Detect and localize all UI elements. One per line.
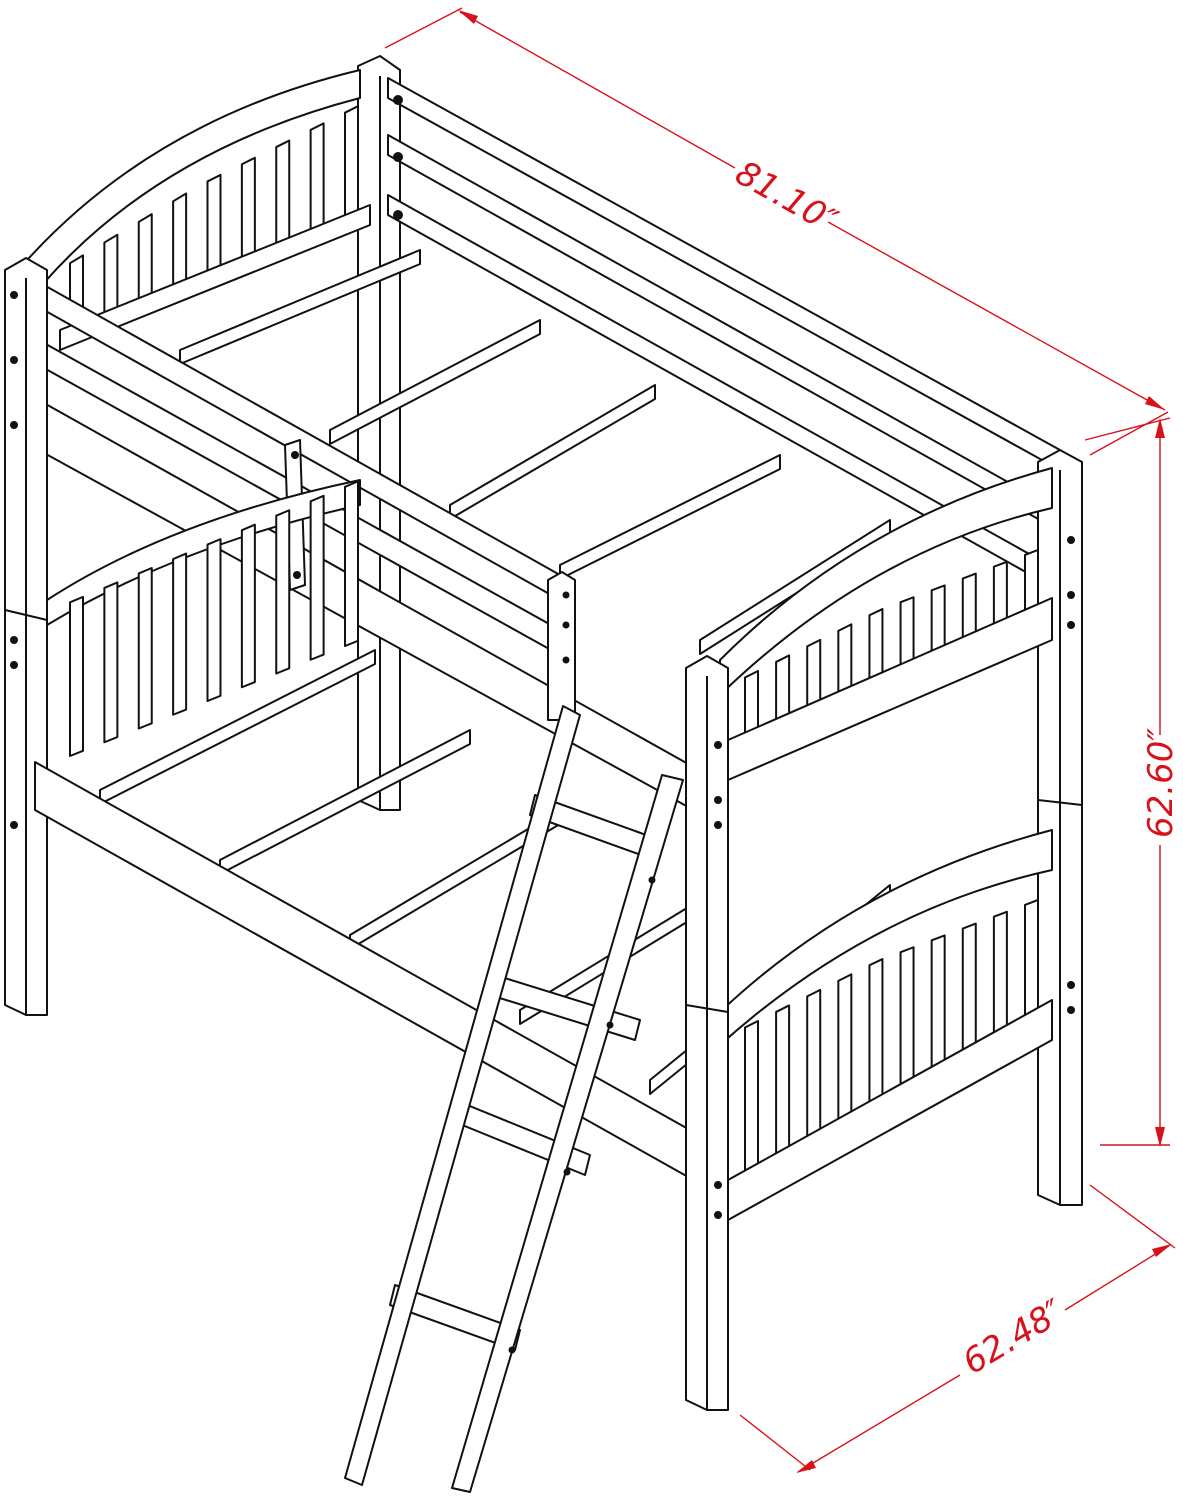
slat — [206, 538, 222, 702]
height-label: 62.60″ — [1141, 728, 1181, 838]
length-label: 81.10″ — [729, 153, 845, 242]
width-label: 62.48″ — [956, 1292, 1071, 1383]
slat — [309, 494, 325, 661]
lower-right-footboard — [719, 829, 1053, 1221]
upper-left-headboard — [19, 69, 371, 351]
middle-post — [547, 571, 576, 721]
dimension-height: 62.60″ — [1084, 417, 1181, 1147]
front-left-post — [4, 257, 48, 1016]
slat — [344, 480, 359, 647]
upper-slats — [179, 249, 891, 655]
slat — [137, 567, 153, 730]
dimension-width: 62.48″ — [739, 1184, 1176, 1473]
slat — [172, 552, 188, 716]
slat — [240, 523, 256, 689]
slat — [344, 105, 359, 227]
slat — [699, 519, 891, 655]
slat — [275, 139, 291, 255]
slat — [309, 122, 325, 241]
slat — [240, 156, 256, 269]
slat — [559, 454, 781, 580]
front-right-post — [685, 655, 729, 1411]
upper-right-footboard — [719, 467, 1053, 781]
back-left-post — [357, 55, 401, 811]
lower-left-headboard — [46, 479, 361, 757]
slat — [449, 384, 656, 520]
slat — [103, 581, 119, 744]
slat — [329, 319, 541, 445]
ladder — [344, 705, 684, 1493]
back-right-post — [1037, 449, 1083, 1206]
dimension-length: 81.10″ — [384, 7, 1169, 456]
slat — [69, 595, 84, 757]
slat — [179, 249, 421, 365]
slat — [219, 729, 471, 875]
slat — [275, 509, 291, 675]
